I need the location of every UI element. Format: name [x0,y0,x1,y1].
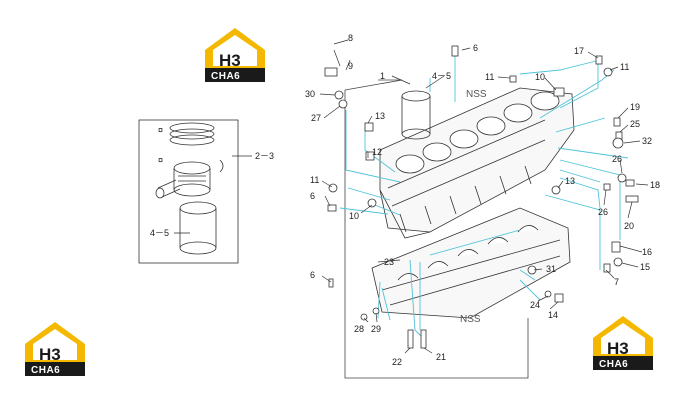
logo-subtext: CHA6 [599,359,628,370]
callout-leaders [319,39,649,354]
callout-17: 17 [574,46,584,56]
callout-10: 10 [535,72,545,82]
frame-lines [344,79,529,379]
cylinder-liner-icon [401,90,431,140]
engine-block-icon [379,87,575,239]
plug-icon [364,122,374,132]
logo-text: H3 [219,51,241,70]
piston-inset: ¤ ¤ [138,119,239,264]
plug-icon [625,179,635,187]
plug-icon [603,67,613,77]
callout-23: 23 [384,257,394,267]
callout-4-5: 4－5 [150,228,169,238]
callout-19: 19 [630,102,640,112]
callout-7: 7 [614,277,619,287]
logo-text: H3 [607,339,629,358]
callout-28: 28 [354,324,364,334]
callout-12: 12 [372,147,382,157]
callout-26: 26 [612,154,622,164]
plug-icon [613,257,623,267]
callout-1: 1 [380,71,385,81]
callout-21: 21 [436,352,446,362]
callout-15: 15 [640,262,650,272]
pin-icon [603,183,611,191]
plug-icon [367,198,377,208]
logo-icon: H3 CHA6 [25,322,85,376]
bolt-icon [611,241,621,253]
bolt-icon [407,329,414,349]
callout-18: 18 [650,180,660,190]
callout-26: 26 [598,207,608,217]
callout-labels: 1 4－5 6 8 9 30 27 11 10 17 11 13 12 11 6… [305,33,660,367]
callout-13: 13 [565,176,575,186]
callout-20: 20 [624,221,634,231]
callout-14: 14 [548,310,558,320]
callout-24: 24 [530,300,540,310]
pin-icon [327,204,337,212]
bolt-icon [451,45,459,57]
piston-mark: ¤ [158,155,163,165]
callout-6: 6 [473,43,478,53]
nss-mark: NSS [460,314,481,325]
callout-16: 16 [642,247,652,257]
plug-icon [553,87,565,97]
nss-mark: NSS [466,89,487,100]
pin-icon [613,117,621,127]
callout-29: 29 [371,324,381,334]
logo-icon: H3 CHA6 [205,28,265,82]
pin-icon [603,263,611,273]
cylinder-liner-icon [179,201,217,255]
logo-subtext: CHA6 [211,71,240,82]
callout-6: 6 [310,191,315,201]
plug-icon [509,75,517,83]
callout-2-3: 2－3 [255,151,274,161]
small-parts [324,45,639,349]
callout-27: 27 [311,113,321,123]
callout-30: 30 [305,89,315,99]
inset-frame [138,119,239,264]
washer-icon [360,313,368,321]
callout-8: 8 [348,33,353,43]
callout-25: 25 [630,119,640,129]
callout-6: 6 [310,270,315,280]
plug-icon [554,293,564,303]
plug-icon [365,151,375,161]
pin-icon [328,278,334,288]
callout-11: 11 [620,62,629,72]
callout-11: 11 [310,175,319,185]
callout-10: 10 [349,211,359,221]
callout-22: 22 [392,357,402,367]
plug-icon [328,183,338,193]
callout-11: 11 [485,72,494,82]
pin-icon [595,55,603,65]
callout-32: 32 [642,136,652,146]
bolt-icon [324,67,338,77]
washer-icon [544,290,552,298]
bolt-icon [420,329,427,349]
callout-13: 13 [375,111,385,121]
plug-icon [612,137,624,149]
piston-ring-icon [169,122,215,146]
logo-subtext: CHA6 [31,365,60,376]
logo-text: H3 [39,345,61,364]
callout-4-5: 4－5 [432,71,451,81]
sensor-icon [625,195,639,203]
washer-icon [338,99,348,109]
callout-9: 9 [348,61,353,71]
callout-31: 31 [546,264,556,274]
plug-icon [617,173,627,183]
piston-icon [155,159,224,199]
ring-mark: ¤ [158,125,163,135]
washer-icon [334,90,344,100]
logo-icon: H3 CHA6 [593,316,653,370]
